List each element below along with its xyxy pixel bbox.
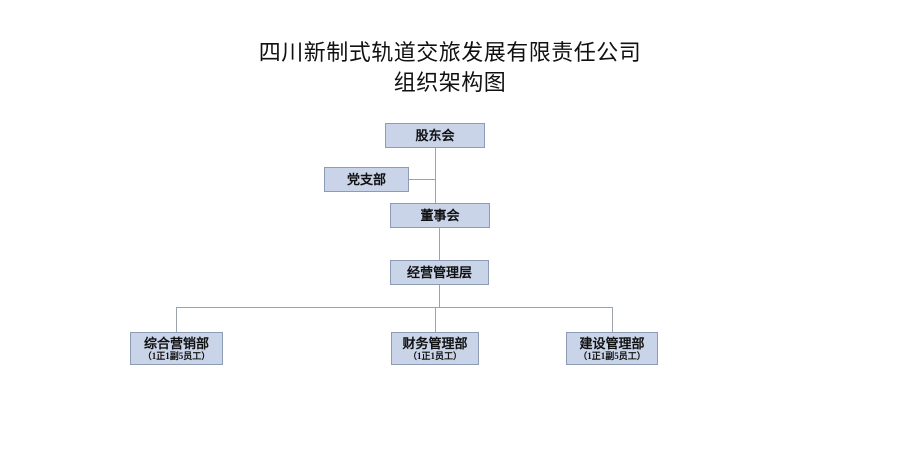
node-management-level[interactable]: 经营管理层 bbox=[390, 260, 489, 285]
node-construction-department[interactable]: 建设管理部 （1正1副5员工） bbox=[566, 332, 658, 365]
node-board-of-directors[interactable]: 董事会 bbox=[390, 203, 490, 228]
connector-board-to-management bbox=[439, 228, 440, 260]
connector-drop-marketing bbox=[176, 307, 177, 332]
connector-management-to-bus bbox=[439, 285, 440, 307]
node-finance-department-label: 财务管理部 bbox=[402, 335, 468, 351]
connector-shareholders-to-board bbox=[435, 148, 436, 203]
node-shareholders-meeting[interactable]: 股东会 bbox=[385, 123, 485, 148]
node-construction-department-staffing: （1正1副5员工） bbox=[578, 350, 646, 361]
node-marketing-department[interactable]: 综合营销部 （1正1副5员工） bbox=[130, 332, 223, 365]
chart-title-line-2: 组织架构图 bbox=[393, 70, 507, 95]
node-marketing-department-label: 综合营销部 bbox=[143, 335, 209, 351]
connector-drop-construction bbox=[612, 307, 613, 332]
node-shareholders-meeting-label: 股东会 bbox=[415, 128, 455, 143]
node-board-of-directors-label: 董事会 bbox=[420, 208, 460, 223]
chart-title-line-1: 四川新制式轨道交旅发展有限责任公司 bbox=[258, 40, 642, 65]
node-construction-department-label: 建设管理部 bbox=[579, 335, 645, 351]
node-party-branch[interactable]: 党支部 bbox=[324, 167, 409, 192]
node-finance-department-staffing: （1正1员工） bbox=[407, 350, 462, 361]
node-marketing-department-staffing: （1正1副5员工） bbox=[142, 350, 211, 361]
node-party-branch-label: 党支部 bbox=[346, 172, 386, 187]
node-management-level-label: 经营管理层 bbox=[406, 265, 472, 280]
node-finance-department[interactable]: 财务管理部 （1正1员工） bbox=[391, 332, 479, 365]
connector-drop-finance bbox=[435, 307, 436, 332]
connector-department-bus bbox=[176, 307, 613, 308]
connector-party-branch-to-trunk bbox=[409, 179, 436, 180]
chart-title: 四川新制式轨道交旅发展有限责任公司 组织架构图 bbox=[0, 38, 900, 98]
